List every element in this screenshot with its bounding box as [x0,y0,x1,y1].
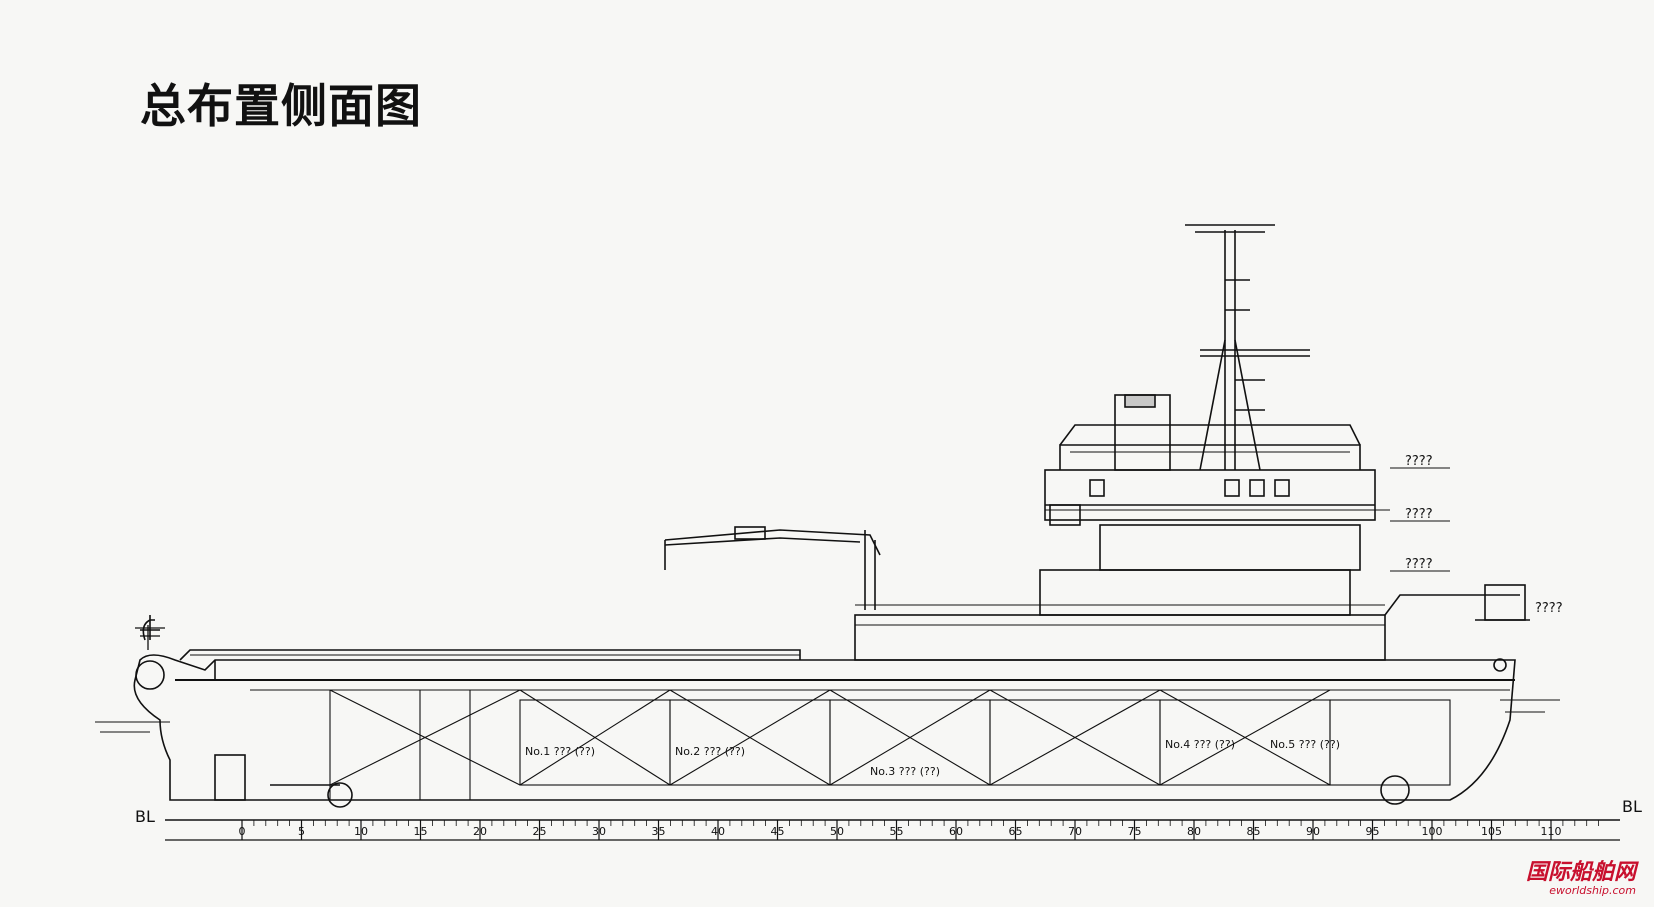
compartment-label-2: No.2 ??? (??) [675,745,745,758]
stern [1384,584,1530,672]
baseline-label-left: BL [135,807,155,826]
frame-label-15: 15 [414,825,428,838]
frame-label-105: 105 [1481,825,1502,838]
deck-level-label-1: ???? [1405,454,1433,469]
frame-label-35: 35 [652,825,666,838]
frame-label-20: 20 [473,825,487,838]
deck-level-label-3: ???? [1405,557,1433,572]
watermark-sub: eworldship.com [1549,884,1636,897]
compartment-label-1: No.1 ??? (??) [525,745,595,758]
frame-label-110: 110 [1541,825,1562,838]
frame-label-60: 60 [949,825,963,838]
frame-scale: 0 5 10 15 20 25 30 35 40 45 50 55 60 65 70 75 80 85 90 95 10… [239,820,1599,840]
waterline-marks [95,699,1560,733]
frame-label-85: 85 [1247,825,1261,838]
frame-label-0: 0 [239,825,246,838]
deck-level-label-4: ???? [1535,601,1563,616]
baseline-label-right: BL [1622,797,1642,816]
frame-label-95: 95 [1366,825,1380,838]
compartment-label-4: No.4 ??? (??) [1165,738,1235,751]
deck-level-label-2: ???? [1405,507,1433,522]
frame-label-50: 50 [830,825,844,838]
compartment-label-5: No.5 ??? (??) [1270,738,1340,751]
deck-crane [664,526,881,610]
forecastle [135,615,801,690]
watermark-main: 国际船舶网 [1526,860,1637,885]
frame-label-75: 75 [1128,825,1142,838]
watermark: 国际船舶网 eworldship.com [1526,861,1636,897]
main-mast [1185,224,1310,471]
bow-mast [135,625,165,650]
frame-label-10: 10 [354,825,368,838]
frame-label-5: 5 [298,825,305,838]
frame-label-80: 80 [1187,825,1201,838]
frame-label-25: 25 [533,825,547,838]
frame-label-55: 55 [890,825,904,838]
frame-label-65: 65 [1009,825,1023,838]
tank-compartments [329,689,1451,800]
thruster [214,754,1410,808]
frame-label-40: 40 [711,825,725,838]
frame-label-30: 30 [592,825,606,838]
frame-label-70: 70 [1068,825,1082,838]
frame-label-45: 45 [771,825,785,838]
compartment-label-3: No.3 ??? (??) [870,765,940,778]
drawing-title: 总布置侧面图 [140,79,422,133]
frame-label-90: 90 [1306,825,1320,838]
superstructure [854,394,1390,661]
frame-label-100: 100 [1422,825,1443,838]
hull-outline [133,654,1516,801]
